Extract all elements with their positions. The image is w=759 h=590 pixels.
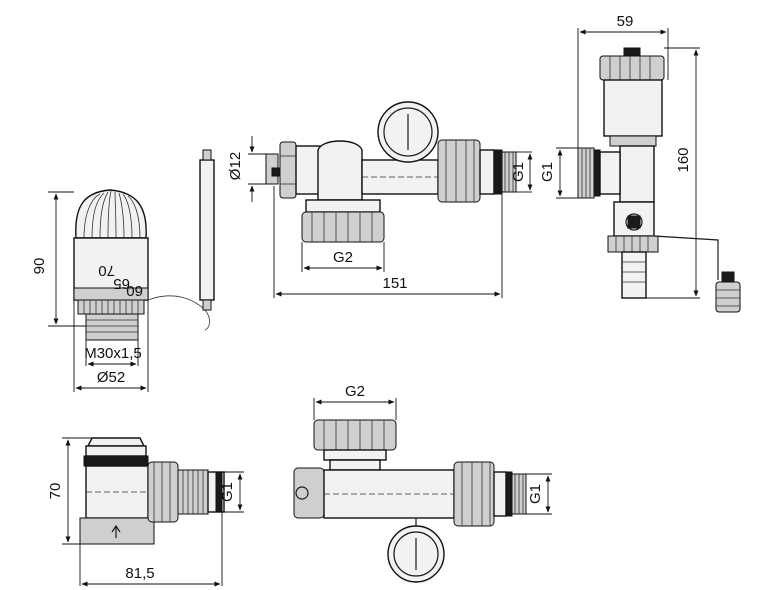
thread-label-g2-top: G2 <box>333 249 353 266</box>
length-label-81-5: 81,5 <box>125 565 154 582</box>
scale-mark-60: 60 <box>126 282 143 299</box>
angle-valve: 70 G1 81,5 <box>47 437 244 587</box>
diameter-label-12: Ø12 <box>227 152 244 180</box>
thread-label-g1-top: G1 <box>510 162 527 182</box>
thread-label-g2-bottom: G2 <box>345 383 365 400</box>
thread-label-g1-bottom: G1 <box>527 484 544 504</box>
width-label-59: 59 <box>617 13 634 30</box>
pump-unit-top: Ø12 G2 G1 151 <box>227 101 533 298</box>
diameter-label-52: Ø52 <box>97 369 125 386</box>
dimension-label-90: 90 <box>31 258 48 275</box>
thread-label-g1-vent: G1 <box>539 162 556 182</box>
scale-mark-70: 70 <box>98 262 115 279</box>
height-label-160: 160 <box>675 147 692 172</box>
scale-mark-65: 65 <box>113 275 130 292</box>
length-label-151: 151 <box>382 275 407 292</box>
thread-label-m30: M30x1,5 <box>84 345 142 362</box>
thermostatic-head: 70 65 60 90 M30x1,5 Ø52 <box>31 149 215 392</box>
height-label-70: 70 <box>47 483 64 500</box>
thread-label-g1-angle: G1 <box>219 482 236 502</box>
air-vent-valve: 59 160 G1 <box>539 13 741 313</box>
pump-unit-bottom: G2 G1 <box>293 383 552 583</box>
